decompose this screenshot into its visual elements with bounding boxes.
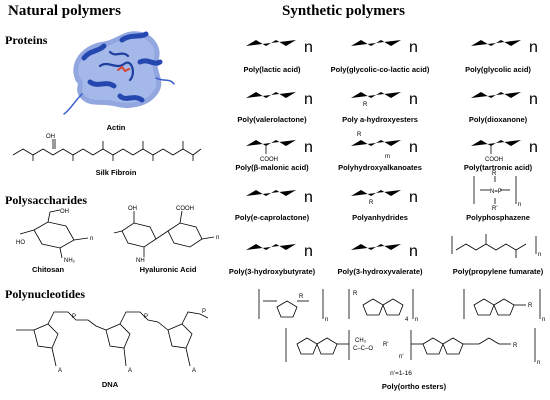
pga-structure [467, 30, 538, 56]
svg-text:OH: OH [60, 209, 69, 215]
polyanhydride-label: Polyanhydrides [352, 213, 408, 222]
pta-structure: COOH [467, 130, 538, 163]
pla-label: Poly(lactic acid) [243, 65, 301, 74]
svg-text:R: R [353, 291, 358, 297]
dna-structure: P P P A A A [16, 309, 209, 374]
hydroxyester-structure: R [347, 82, 418, 108]
proteins-heading: Proteins [5, 33, 48, 47]
polyphosphazene-label: Polyphosphazene [466, 213, 530, 222]
chitosan-structure: OH HO NH₂ n [16, 209, 93, 264]
svg-text:COOH: COOH [485, 157, 503, 163]
chitosan-label: Chitosan [31, 265, 65, 274]
plga-structure [347, 30, 418, 56]
polyanhydride-structure: R [347, 180, 418, 206]
synthetic-polymers-heading: Synthetic polymers [282, 3, 405, 19]
svg-text:OH: OH [128, 206, 137, 212]
svg-text:OH: OH [46, 134, 55, 140]
svg-text:R: R [513, 343, 518, 349]
silk-fibroin-structure: OH [12, 134, 202, 161]
svg-text:R': R' [383, 342, 388, 348]
svg-text:NH: NH [136, 258, 145, 264]
polyphosphazene-structure: N=P R R' n [473, 171, 521, 212]
poe-label: Poly(ortho esters) [381, 382, 447, 391]
svg-text:NH₂: NH₂ [64, 258, 76, 264]
svg-text:P: P [202, 309, 206, 315]
svg-text:n: n [216, 235, 219, 241]
svg-text:C–C–O: C–C–O [353, 346, 373, 352]
svg-text:n: n [518, 202, 521, 208]
svg-text:R: R [528, 303, 533, 309]
svg-text:P: P [144, 314, 148, 320]
pbma-structure: COOH [242, 130, 313, 163]
svg-text:A: A [128, 368, 132, 374]
pga-label: Poly(glycolic acid) [465, 65, 531, 74]
svg-text:COOH: COOH [176, 206, 194, 212]
svg-text:R: R [299, 294, 304, 300]
pbma-label: Poly(β-malonic acid) [235, 163, 309, 172]
svg-text:n: n [325, 317, 328, 323]
poe-subscript-note: n'=1-16 [390, 370, 412, 377]
pdo-label: Poly(dioxanone) [468, 115, 528, 124]
phv-label: Poly(3-hydroxyvalerate) [337, 267, 423, 276]
svg-text:n: n [415, 317, 418, 323]
ppf-label: Poly(propylene fumarate) [452, 267, 544, 276]
pvl-label: Poly(valerolactone) [237, 115, 307, 124]
phb-structure [242, 234, 313, 260]
polysaccharides-heading: Polysaccharides [5, 193, 87, 207]
svg-text:n: n [90, 236, 93, 242]
svg-text:n: n [538, 252, 541, 258]
svg-text:R: R [363, 102, 368, 108]
svg-text:n': n' [399, 354, 403, 360]
svg-text:R: R [357, 132, 362, 138]
svg-text:COOH: COOH [260, 157, 278, 163]
poe-iv-structure: CH₃ C–C–O R' n' Rn [285, 328, 540, 366]
poe-iii-structure: Rn [463, 289, 545, 323]
phb-label: Poly(3-hydroxybutyrate) [228, 267, 316, 276]
pha-label: Polyhydroxyalkanoates [338, 163, 422, 172]
svg-text:R: R [492, 171, 497, 177]
actin-label: Actin [106, 123, 126, 132]
silk-fibroin-label: Silk Fibroin [95, 168, 137, 177]
hyaluronic-acid-label: Hyaluronic Acid [139, 265, 197, 274]
svg-text:HO: HO [16, 240, 25, 246]
poe-i-structure: Rn [258, 289, 328, 323]
svg-text:m: m [385, 154, 390, 160]
svg-text:N=P: N=P [490, 189, 502, 195]
plga-label: Poly(glycolic-co-lactic acid) [330, 65, 430, 74]
pcl-structure [242, 180, 313, 206]
pla-structure [242, 30, 313, 56]
phv-structure [347, 234, 418, 260]
pdo-structure [467, 82, 538, 108]
hyaluronic-acid-structure: OH COOH NH n [113, 206, 219, 264]
svg-text:A: A [192, 368, 196, 374]
svg-text:n: n [537, 360, 540, 366]
svg-text:n: n [542, 317, 545, 323]
svg-text:4: 4 [405, 317, 409, 323]
polynucleotides-heading: Polynucleotides [5, 287, 85, 301]
svg-text:A: A [58, 368, 62, 374]
actin-protein-structure [63, 31, 175, 115]
hydroxyester-label: Poly a-hydroxyesters [342, 115, 418, 124]
svg-text:P: P [72, 314, 76, 320]
pcl-label: Poly(e-caprolactone) [234, 213, 310, 222]
svg-text:CH₃: CH₃ [355, 338, 367, 344]
pvl-structure [242, 82, 313, 108]
svg-text:R': R' [492, 206, 497, 212]
pha-structure: Rm [347, 130, 418, 160]
dna-label: DNA [101, 380, 119, 389]
pta-label: Poly(tartronic acid) [463, 163, 533, 172]
ppf-structure: n [451, 234, 541, 258]
natural-polymers-heading: Natural polymers [8, 3, 121, 19]
svg-text:R: R [369, 200, 374, 206]
